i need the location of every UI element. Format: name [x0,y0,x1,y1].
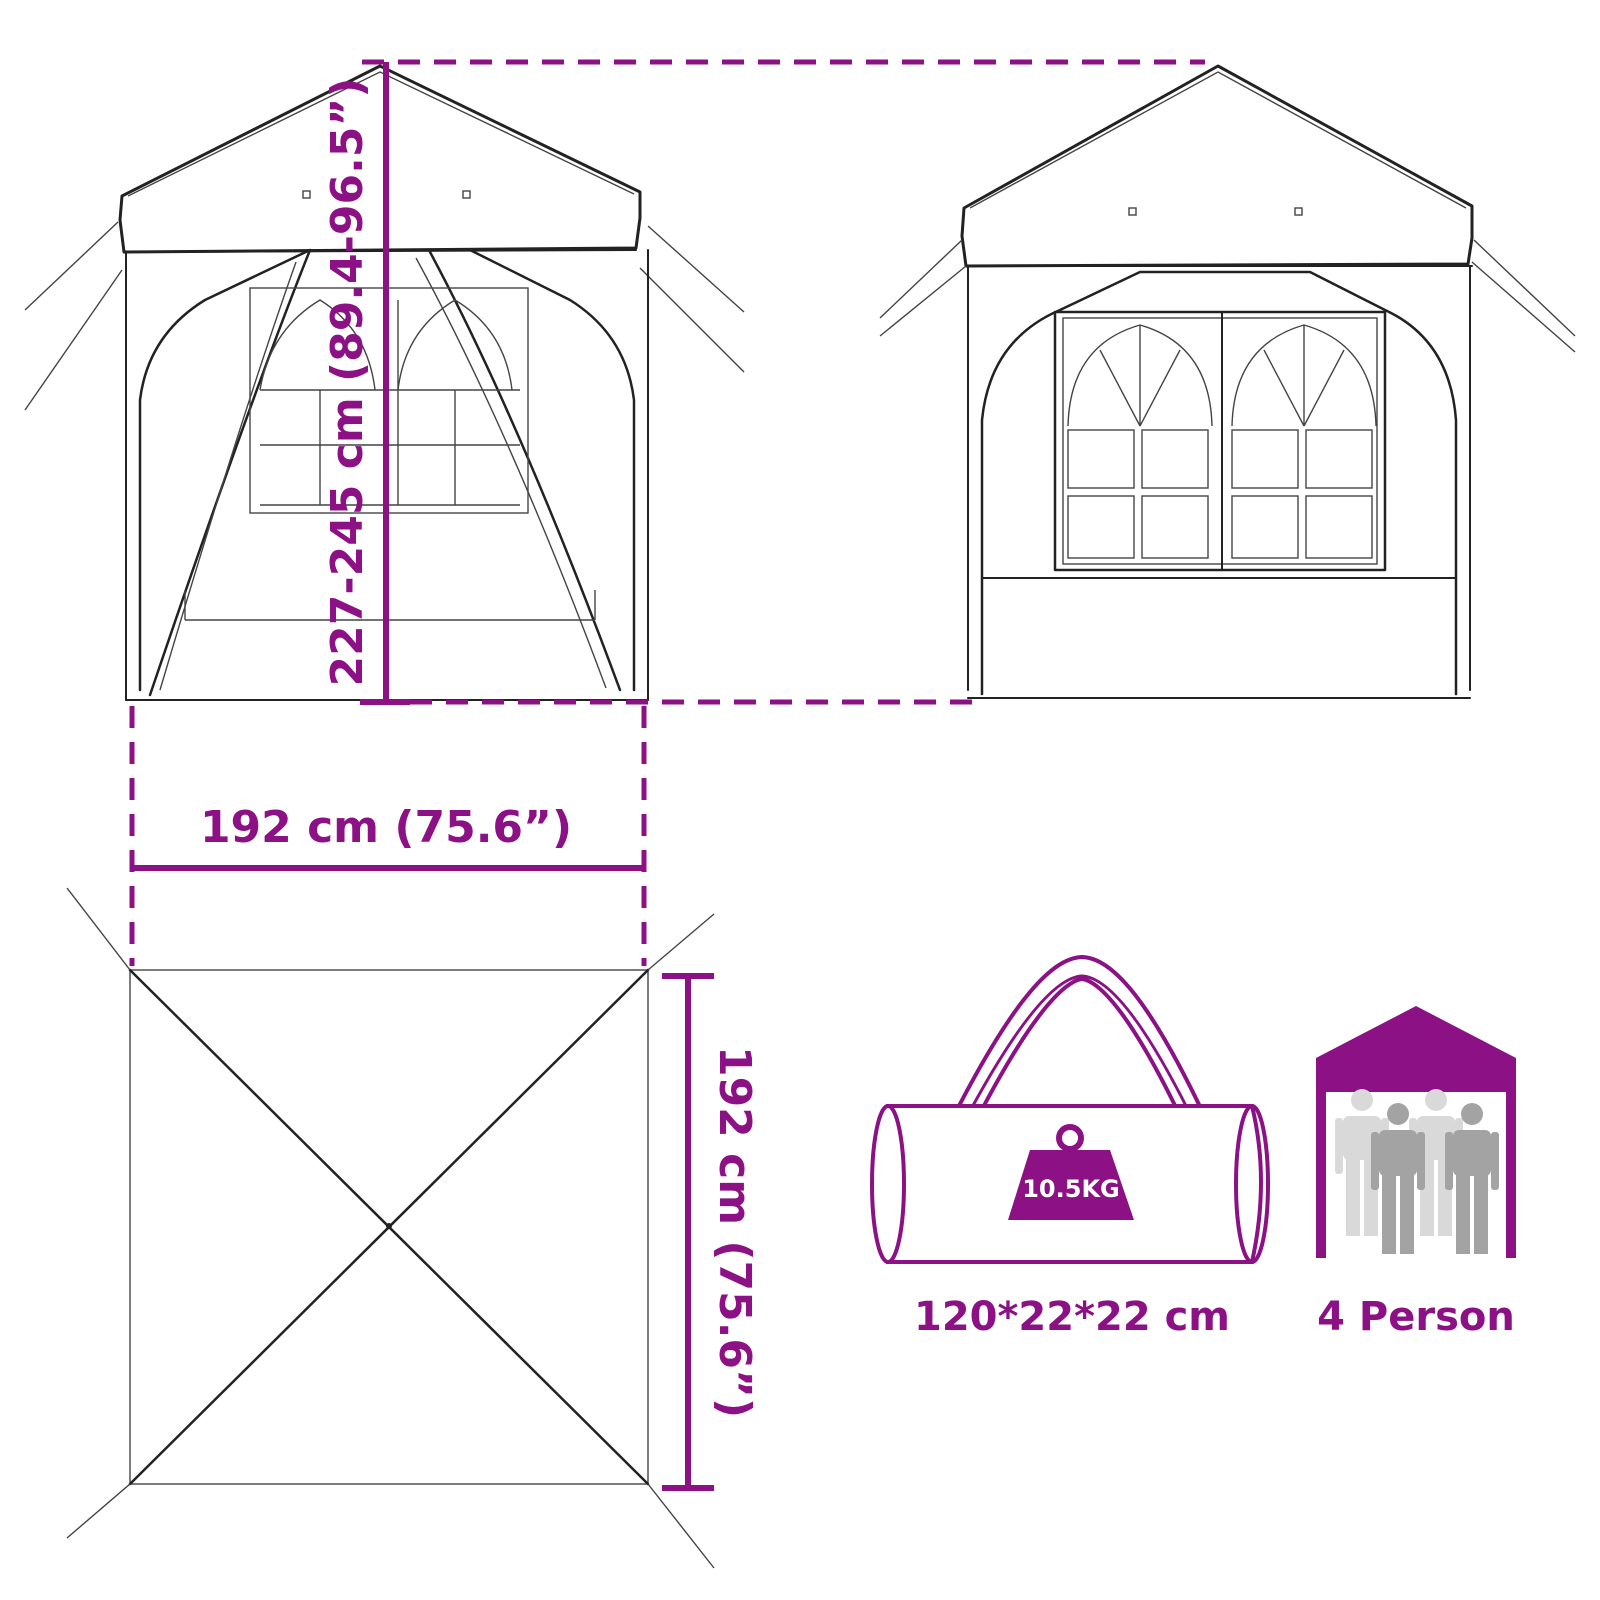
side-view-tent [879,64,1576,699]
depth-dimension: 192 cm (75.6”) [662,973,760,1491]
capacity-label: 4 Person [1317,1294,1515,1340]
height-label: 227-245 cm (89.4-96.5”) [322,77,373,686]
side-windows [1053,310,1387,572]
height-dimension: 227-245 cm (89.4-96.5”) [322,59,1205,705]
width-label: 192 cm (75.6”) [200,802,572,853]
weight-icon: 10.5KG [1008,1124,1134,1220]
people-group-icon [1335,1089,1499,1254]
carry-bag-icon: 10.5KG [870,955,1270,1264]
bag-size-label: 120*22*22 cm [914,1294,1230,1340]
top-view-tent [66,887,715,1569]
depth-label: 192 cm (75.6”) [709,1046,760,1418]
width-dimension: 192 cm (75.6”) [129,706,647,966]
tent-icon [1316,1006,1516,1258]
weight-label: 10.5KG [1022,1175,1120,1203]
